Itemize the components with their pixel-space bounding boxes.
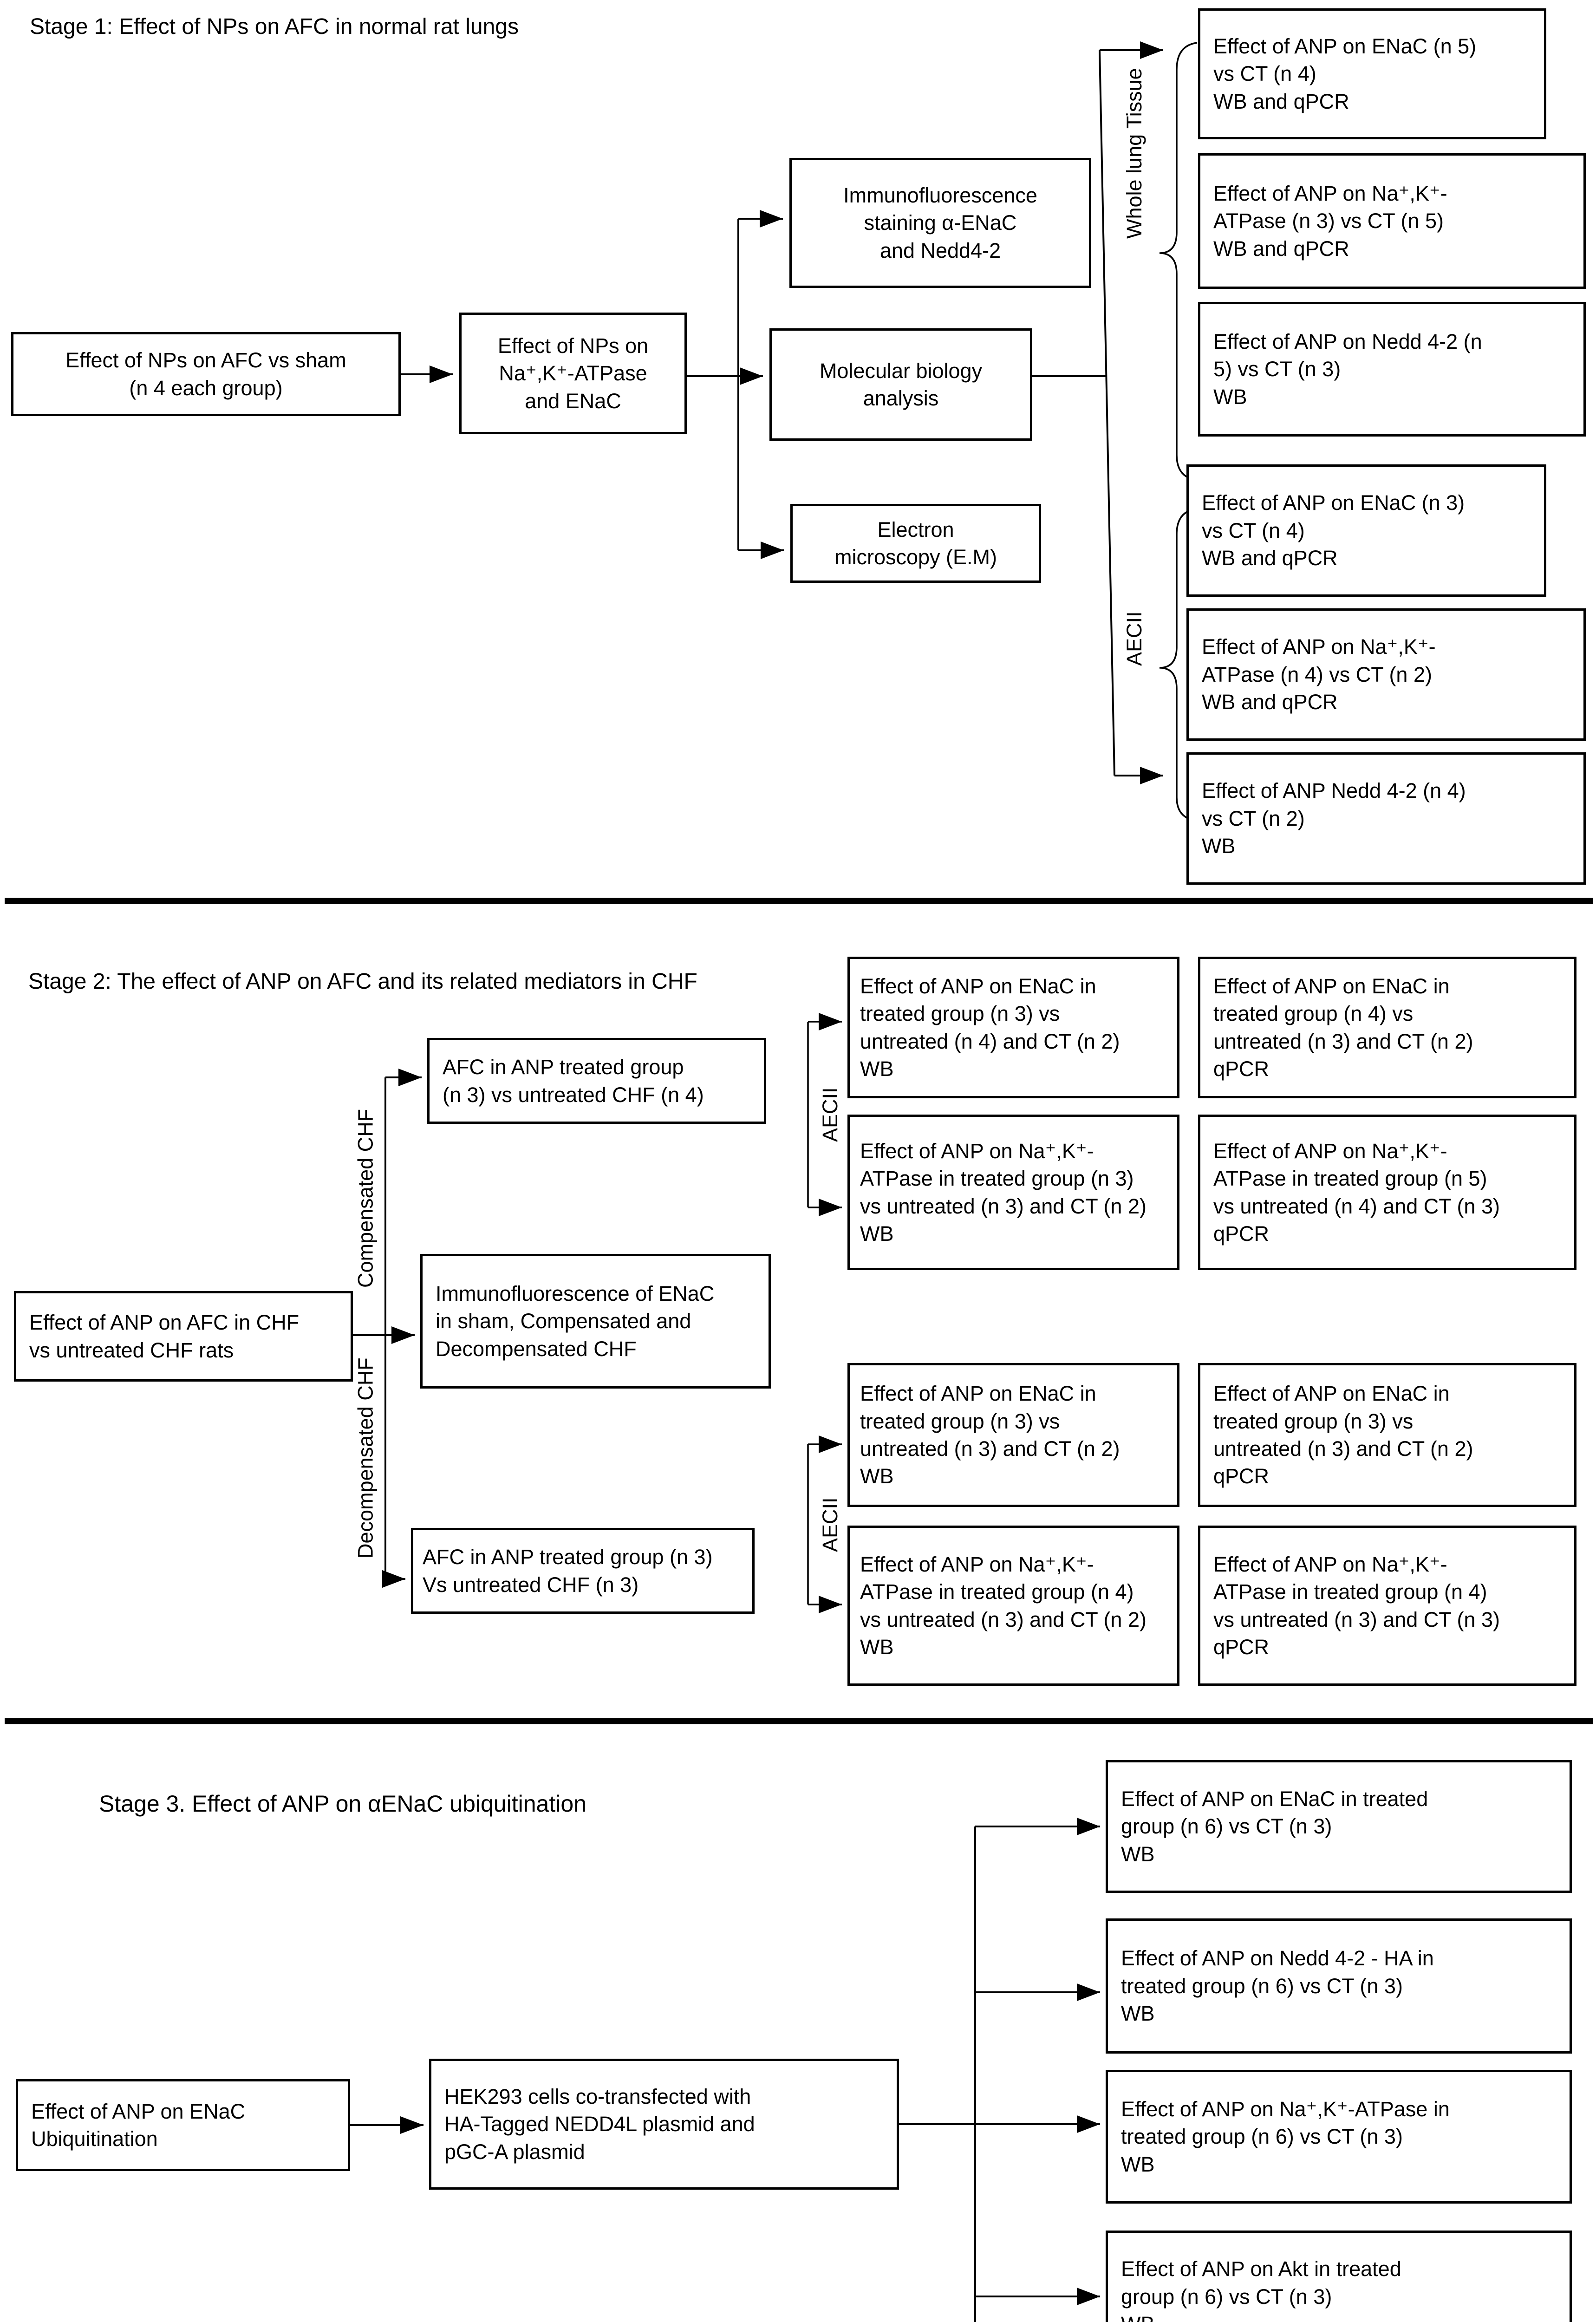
stage1-whole-lung-box-atpase: Effect of ANP on Na⁺,K⁺- ATPase (n 3) vs…	[1198, 153, 1586, 289]
stage2-connectors	[353, 1013, 842, 1613]
stage1-mediators-box: Effect of NPs on Na⁺,K⁺-ATPase and ENaC	[459, 313, 687, 434]
stage1-immunofluorescence-box: Immunofluorescence staining α-ENaC and N…	[789, 158, 1091, 288]
stage1-title: Stage 1: Effect of NPs on AFC in normal …	[30, 14, 519, 39]
stage1-connectors	[401, 41, 1198, 822]
stage1-aecii-box-nedd: Effect of ANP Nedd 4-2 (n 4) vs CT (n 2)…	[1186, 752, 1586, 885]
stage2-lower-box-enac-qpcr: Effect of ANP on ENaC in treated group (…	[1198, 1363, 1576, 1507]
stage1-electron-microscopy-box: Electron microscopy (E.M)	[790, 504, 1041, 583]
stage1-whole-lung-tissue-label: Whole lung Tissue	[1122, 68, 1146, 239]
whole-lung-brace	[1159, 42, 1198, 481]
stage3-title: Stage 3. Effect of ANP on αENaC ubiquiti…	[99, 1791, 586, 1817]
stage2-decompensated-chf-label: Decompensated CHF	[353, 1357, 378, 1559]
stage1-whole-lung-box-nedd: Effect of ANP on Nedd 4-2 (n 5) vs CT (n…	[1198, 302, 1586, 437]
stage3-outcome-box-enac: Effect of ANP on ENaC in treated group (…	[1106, 1760, 1572, 1893]
stage2-lower-box-atpase-qpcr: Effect of ANP on Na⁺,K⁺- ATPase in treat…	[1198, 1526, 1576, 1686]
stage2-upper-box-atpase-qpcr: Effect of ANP on Na⁺,K⁺- ATPase in treat…	[1198, 1115, 1576, 1270]
stage3-outcome-box-nedd-ha: Effect of ANP on Nedd 4-2 - HA in treate…	[1106, 1918, 1572, 2054]
stage2-aecii-upper-label: AECII	[818, 1087, 842, 1142]
stage1-aecii-label: AECII	[1122, 611, 1146, 666]
stage1-aecii-box-atpase: Effect of ANP on Na⁺,K⁺- ATPase (n 4) vs…	[1186, 608, 1586, 741]
stage2-upper-box-enac-qpcr: Effect of ANP on ENaC in treated group (…	[1198, 957, 1576, 1098]
stage3-outcome-box-atpase: Effect of ANP on Na⁺,K⁺-ATPase in treate…	[1106, 2070, 1572, 2204]
stage2-immunofluorescence-box: Immunofluorescence of ENaC in sham, Comp…	[420, 1254, 771, 1389]
stage1-whole-lung-box-enac: Effect of ANP on ENaC (n 5) vs CT (n 4) …	[1198, 8, 1546, 139]
stage2-afc-compensated-box: AFC in ANP treated group (n 3) vs untrea…	[427, 1038, 766, 1124]
stage1-root-box: Effect of NPs on AFC vs sham (n 4 each g…	[11, 332, 401, 416]
stage1-aecii-box-enac: Effect of ANP on ENaC (n 3) vs CT (n 4) …	[1186, 464, 1546, 597]
stage3-hek293-box: HEK293 cells co-transfected with HA-Tagg…	[429, 2059, 899, 2190]
stage2-root-box: Effect of ANP on AFC in CHF vs untreated…	[14, 1291, 353, 1382]
stage3-connectors	[350, 1818, 1100, 2322]
stage2-aecii-lower-label: AECII	[818, 1497, 842, 1552]
stage3-root-box: Effect of ANP on ENaC Ubiquitination	[16, 2079, 350, 2171]
stage2-compensated-chf-label: Compensated CHF	[353, 1109, 378, 1288]
stage2-title: Stage 2: The effect of ANP on AFC and it…	[28, 969, 697, 994]
stage1-molecular-biology-box: Molecular biology analysis	[769, 328, 1032, 441]
stage2-upper-box-atpase-wb: Effect of ANP on Na⁺,K⁺- ATPase in treat…	[847, 1115, 1179, 1270]
stage2-upper-box-enac-wb: Effect of ANP on ENaC in treated group (…	[847, 957, 1179, 1098]
stage2-lower-box-atpase-wb: Effect of ANP on Na⁺,K⁺- ATPase in treat…	[847, 1526, 1179, 1686]
stage2-lower-box-enac-wb: Effect of ANP on ENaC in treated group (…	[847, 1363, 1179, 1507]
stage2-afc-decompensated-box: AFC in ANP treated group (n 3) Vs untrea…	[411, 1528, 755, 1614]
aecii-brace	[1159, 508, 1198, 822]
stage3-outcome-box-akt-n6: Effect of ANP on Akt in treated group (n…	[1106, 2231, 1572, 2322]
